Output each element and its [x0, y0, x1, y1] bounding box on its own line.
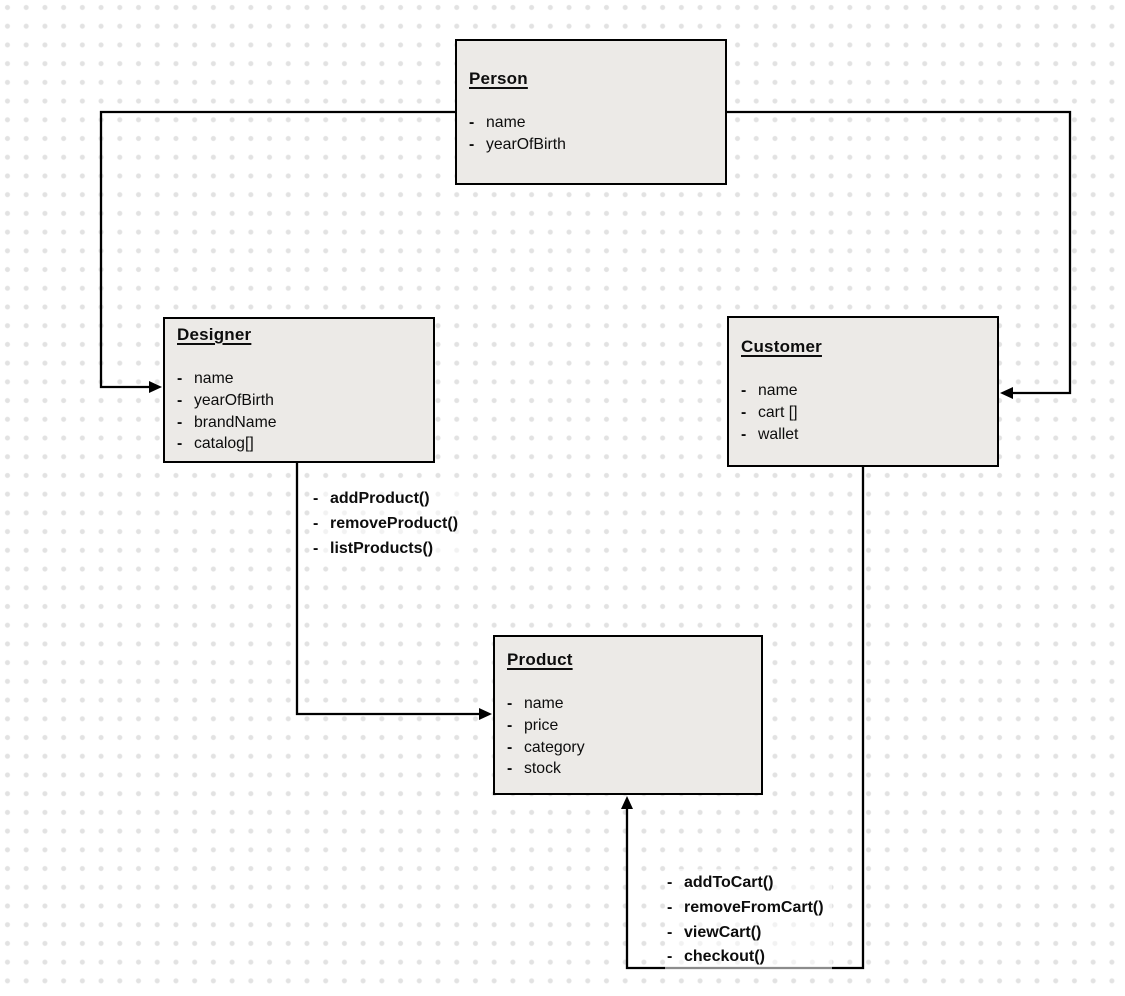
attribute-row: - name	[741, 380, 991, 402]
attribute-label: stock	[524, 760, 561, 778]
method-row: - removeProduct()	[313, 512, 458, 537]
attributes-person: - name - yearOfBirth	[469, 112, 719, 156]
bullet-dash: -	[469, 135, 475, 153]
attribute-label: wallet	[758, 425, 799, 443]
bullet-dash: -	[741, 382, 747, 400]
class-title-designer: Designer	[177, 324, 252, 344]
bullet-dash: -	[667, 923, 673, 941]
method-label: viewCart()	[684, 923, 762, 941]
bullet-dash: -	[507, 694, 513, 712]
arrowhead-up-icon	[621, 796, 633, 809]
method-row: - removeFromCart()	[667, 896, 824, 921]
class-box-product[interactable]: Product - name - price - category - stoc…	[493, 635, 763, 795]
class-box-customer[interactable]: Customer - name - cart [] - wallet	[727, 316, 999, 467]
class-title-customer: Customer	[741, 337, 822, 357]
arrowhead-right-icon	[479, 708, 492, 720]
method-row: - listProducts()	[313, 537, 458, 562]
bullet-dash: -	[177, 413, 183, 431]
bullet-dash: -	[313, 514, 319, 532]
attribute-row: - yearOfBirth	[469, 134, 719, 156]
bullet-dash: -	[507, 716, 513, 734]
connector-person-customer	[726, 110, 1072, 399]
bullet-dash: -	[741, 404, 747, 422]
method-label: removeFromCart()	[684, 898, 824, 916]
attribute-row: - name	[469, 112, 719, 134]
method-row: - addToCart()	[667, 871, 824, 896]
bullet-dash: -	[177, 391, 183, 409]
attribute-label: name	[194, 369, 234, 387]
bullet-dash: -	[507, 760, 513, 778]
bullet-dash: -	[469, 113, 475, 131]
attribute-row: - category	[507, 737, 755, 759]
bullet-dash: -	[667, 898, 673, 916]
attribute-label: price	[524, 716, 559, 734]
method-row: - addProduct()	[313, 487, 458, 512]
bullet-dash: -	[313, 490, 319, 507]
method-label: checkout()	[684, 948, 765, 966]
attribute-label: cart []	[758, 404, 798, 422]
bullet-dash: -	[667, 948, 673, 966]
attribute-label: name	[524, 694, 564, 712]
class-box-designer[interactable]: Designer - name - yearOfBirth - brandNam…	[163, 317, 435, 463]
attribute-label: name	[758, 382, 798, 400]
method-label: listProducts()	[330, 539, 434, 557]
attribute-label: catalog[]	[194, 435, 254, 453]
connector-person-designer	[99, 110, 456, 393]
attribute-row: - name	[507, 693, 755, 715]
method-label: removeProduct()	[330, 514, 459, 532]
attribute-row: - name	[177, 368, 427, 390]
method-label: addProduct()	[330, 490, 430, 507]
attribute-row: - price	[507, 715, 755, 737]
arrowhead-right-icon	[149, 381, 162, 393]
bullet-dash: -	[313, 539, 319, 557]
attributes-designer: - name - yearOfBirth - brandName - catal…	[177, 368, 427, 455]
attribute-label: category	[524, 738, 585, 756]
customer-methods-list[interactable]: - addToCart() - removeFromCart() - viewC…	[665, 869, 832, 974]
attribute-label: name	[486, 113, 526, 131]
bullet-dash: -	[177, 369, 183, 387]
method-row: - checkout()	[667, 945, 824, 970]
bullet-dash: -	[507, 738, 513, 756]
class-title-product: Product	[507, 649, 573, 669]
attribute-row: - stock	[507, 758, 755, 780]
bullet-dash: -	[177, 435, 183, 453]
attribute-row: - yearOfBirth	[177, 390, 427, 412]
method-label: addToCart()	[684, 874, 774, 891]
attribute-row: - catalog[]	[177, 433, 427, 455]
bullet-dash: -	[741, 425, 747, 443]
attributes-product: - name - price - category - stock	[507, 693, 755, 780]
arrowhead-left-icon	[1000, 387, 1013, 399]
attribute-label: brandName	[194, 413, 277, 431]
bullet-dash: -	[667, 874, 673, 891]
attribute-row: - cart []	[741, 402, 991, 424]
attributes-customer: - name - cart [] - wallet	[741, 380, 991, 445]
method-row: - viewCart()	[667, 921, 824, 946]
class-box-person[interactable]: Person - name - yearOfBirth	[455, 39, 727, 185]
attribute-row: - brandName	[177, 412, 427, 434]
attribute-row: - wallet	[741, 424, 991, 446]
class-title-person: Person	[469, 68, 528, 88]
designer-methods-list[interactable]: - addProduct() - removeProduct() - listP…	[311, 485, 467, 565]
attribute-label: yearOfBirth	[194, 391, 274, 409]
connector-designer-product	[295, 462, 492, 720]
attribute-label: yearOfBirth	[486, 135, 566, 153]
